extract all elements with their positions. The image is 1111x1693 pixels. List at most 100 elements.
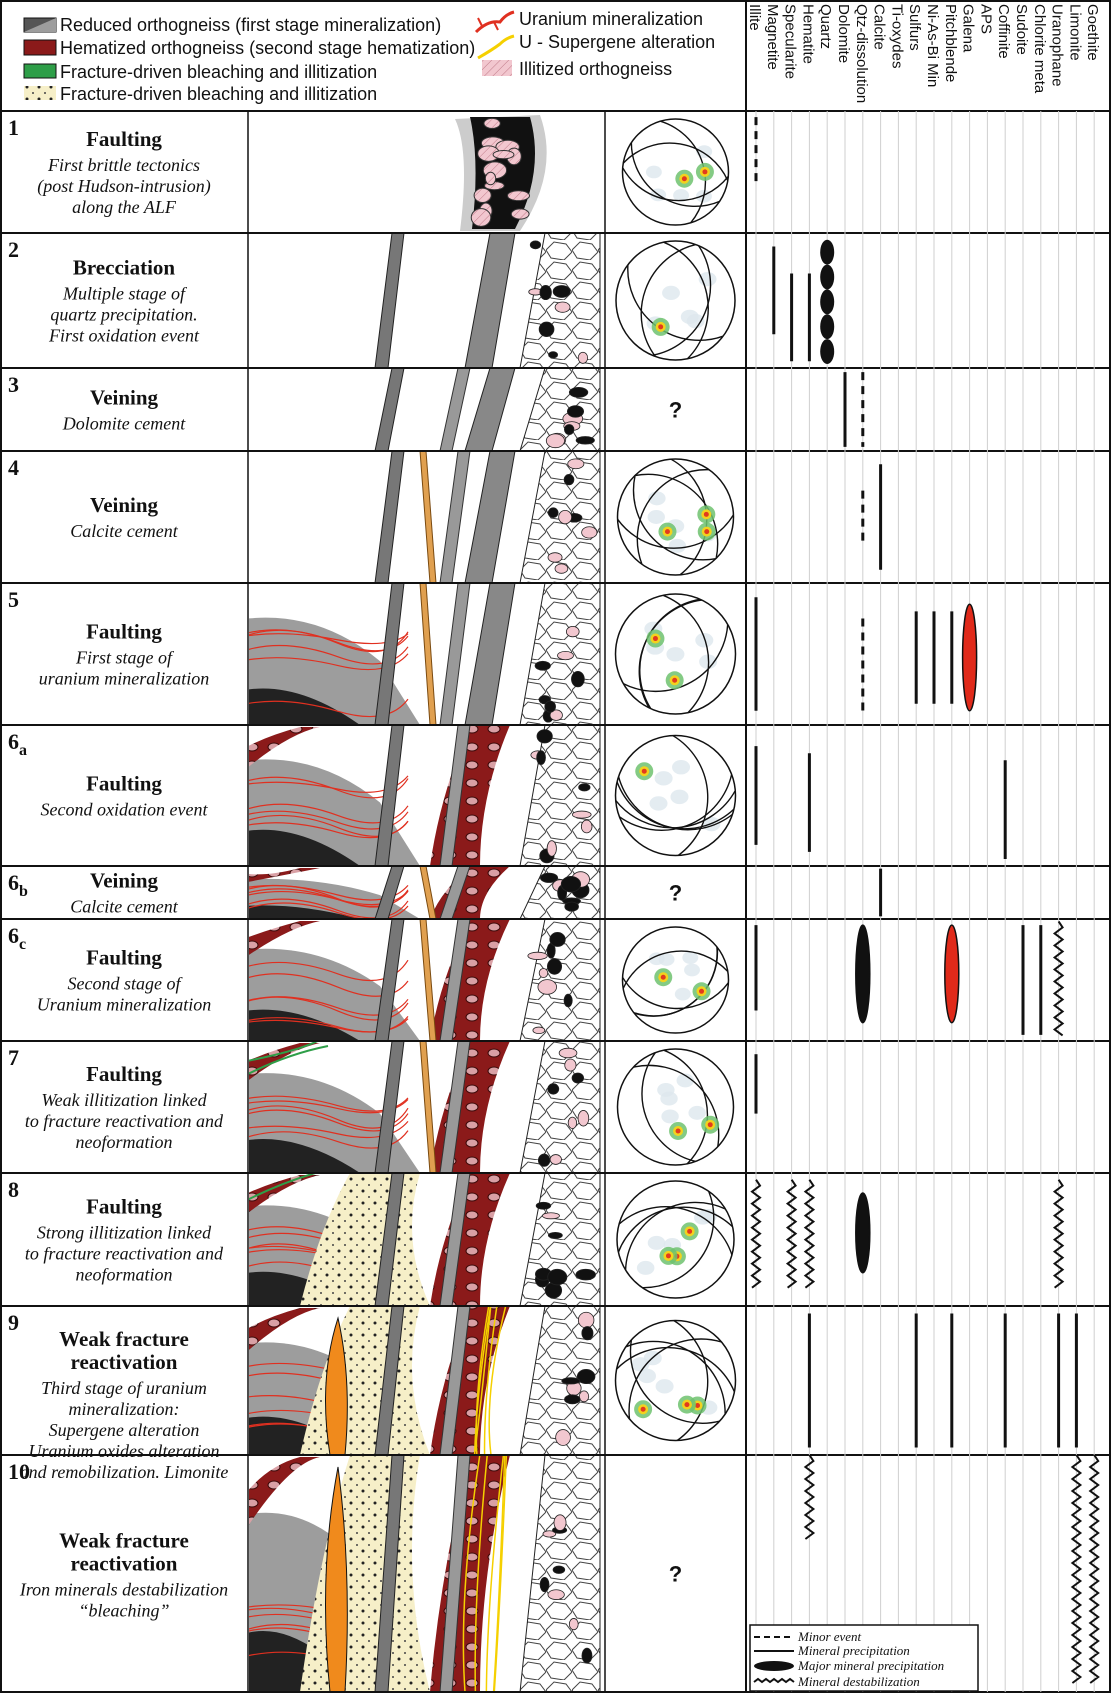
mineral-label: Pitchblende [942, 4, 959, 82]
stage-description: to fracture reactivation and [25, 1111, 224, 1131]
stage-description: “bleaching” [78, 1601, 169, 1621]
key-major-label: Major mineral precipitation [797, 1658, 944, 1673]
legend-label-bleach-dots: Fracture-driven bleaching and illitizati… [60, 84, 377, 104]
stage-description: quartz precipitation. [50, 305, 197, 325]
stage-number: 10 [8, 1459, 30, 1484]
legend-swatch-supergene [478, 36, 514, 58]
stage-description: Iron minerals destabilization [19, 1580, 228, 1600]
stage-sketch [248, 919, 600, 1041]
stage-row: 2BrecciationMultiple stage ofquartz prec… [1, 233, 1110, 368]
key-precip-label: Mineral precipitation [797, 1643, 910, 1658]
stage-row: 6cFaultingSecond stage ofUranium mineral… [1, 919, 1110, 1041]
stage-row: 4VeiningCalcite cement [1, 451, 1110, 583]
stage-sketch [375, 451, 600, 583]
mineral-label: Specularite [782, 4, 799, 79]
stage-sketch [375, 233, 600, 368]
stereonet [616, 736, 736, 856]
stage-description: Multiple stage of [62, 284, 188, 304]
mineral-label: Calcite [871, 4, 888, 50]
stage-description: along the ALF [72, 197, 177, 217]
mark-major-precipitation [945, 925, 959, 1023]
mineral-label: Sudoite [1013, 4, 1030, 55]
stage-title: Faulting [86, 127, 162, 151]
stage-title: reactivation [71, 1350, 178, 1374]
stage-title: Brecciation [73, 256, 176, 280]
stage-number: 6a [8, 729, 27, 759]
mineral-label: Goethite [1084, 4, 1101, 61]
stage-number: 1 [8, 115, 19, 140]
stereonet-unknown: ? [669, 398, 682, 423]
stage-sketch [248, 1041, 600, 1173]
stage-row: 6aFaultingSecond oxidation event [1, 725, 1110, 866]
mark-major-precipitation [856, 925, 870, 1023]
stereonet-unknown: ? [669, 1562, 682, 1587]
stage-title: reactivation [71, 1552, 178, 1576]
stage-description: First stage of [75, 648, 175, 668]
mineral-label: Ti-oxydes [888, 4, 905, 68]
stage-row: 1 FaultingFirst brittle tectonics(post Hu… [1, 111, 1110, 233]
legend-swatch-bleach-green [24, 64, 56, 78]
stage-sketch [248, 725, 600, 866]
mineral-header: IlliteMagnetiteSpeculariteHematiteQuartz… [746, 4, 1101, 103]
stage-title: Weak fracture [59, 1327, 189, 1351]
stage-description: Uranium oxides alteration [29, 1441, 220, 1461]
legend-swatch-reduced [24, 18, 56, 32]
stage-description: and remobilization. Limonite [20, 1462, 229, 1482]
stage-description: Uranium mineralization [37, 995, 212, 1015]
key-destab-label: Mineral destabilization [797, 1674, 920, 1689]
stage-sketch [248, 866, 600, 920]
stereonet [616, 1321, 736, 1441]
paragenesis-key: Minor event Mineral precipitation Major … [750, 1625, 978, 1691]
stage-description: Weak illitization linked [41, 1090, 207, 1110]
stage-title: Faulting [86, 772, 162, 796]
mineral-label: Ni-As-Bi Min [924, 4, 941, 87]
legend-label-hematized: Hematized orthogneiss (second stage hema… [60, 38, 475, 58]
stage-number: 6c [8, 923, 26, 953]
stage-description: Third stage of uranium [41, 1378, 207, 1398]
stage-sketch [248, 1455, 600, 1692]
stage-description: Dolomite cement [62, 414, 186, 434]
paragenesis-marks [752, 117, 1098, 1683]
stereonet [618, 1049, 734, 1165]
stage-number: 9 [8, 1310, 19, 1335]
key-major-ellipse [754, 1661, 794, 1671]
stereonet [616, 241, 735, 360]
stereonet [623, 119, 729, 225]
mineral-label: Chlorite meta [1031, 4, 1048, 94]
stage-description: First oxidation event [48, 326, 200, 346]
stage-number: 4 [8, 455, 19, 480]
mineral-label: Qtz-dissolution [853, 4, 870, 103]
stereonet [623, 927, 729, 1033]
stereonet-unknown: ? [669, 881, 682, 906]
mineral-label: Sulfurs [906, 4, 923, 51]
stage-title: Veining [90, 869, 159, 893]
stage-description: mineralization: [69, 1399, 180, 1419]
stage-description: Supergene alteration [49, 1420, 200, 1440]
key-minor-label: Minor event [797, 1629, 862, 1644]
mineral-label: Hematite [799, 4, 816, 64]
mineral-label: Limonite [1066, 4, 1083, 61]
stage-title: Veining [90, 386, 159, 410]
stage-number: 7 [8, 1045, 19, 1070]
legend-label-illitized: Illitized orthogneiss [519, 59, 672, 79]
mineral-label: Illite [746, 4, 763, 31]
stage-sketch [248, 1306, 600, 1455]
stage-title: Veining [90, 493, 159, 517]
stage-description: Strong illitization linked [37, 1223, 212, 1243]
stage-number: 2 [8, 237, 19, 262]
stage-description: uranium mineralization [39, 669, 210, 689]
legend-label-supergene: U - Supergene alteration [519, 32, 715, 52]
legend-swatch-hematized [24, 40, 56, 55]
stage-row: 8FaultingStrong illitization linkedto fr… [1, 1170, 1110, 1306]
stage-description: (post Hudson-intrusion) [37, 176, 211, 197]
mineral-label: Coffinite [995, 4, 1012, 59]
stereonet [617, 1181, 734, 1298]
stage-description: First brittle tectonics [47, 155, 200, 175]
mark-major-precipitation [820, 240, 834, 364]
legend-label-reduced: Reduced orthogneiss (first stage mineral… [60, 15, 441, 35]
stage-row: 7FaultingWeak illitization linkedto frac… [1, 1041, 1110, 1173]
stage-title: Weak fracture [59, 1529, 189, 1553]
legend-swatch-illitized [482, 60, 512, 76]
